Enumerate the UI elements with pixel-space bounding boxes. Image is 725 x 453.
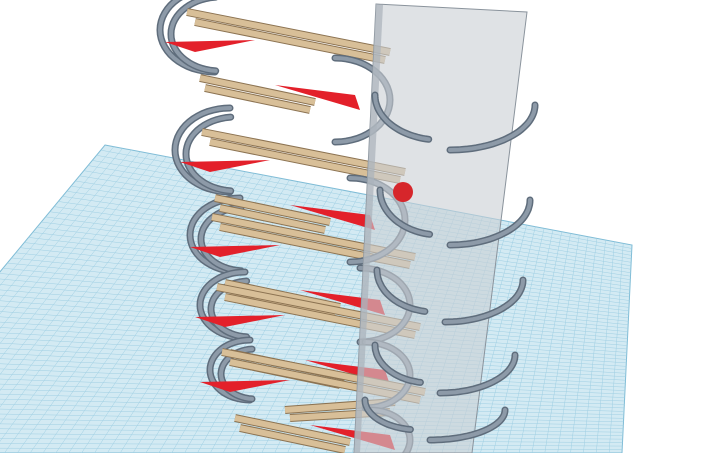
panel-arc-left xyxy=(373,343,423,385)
ramp xyxy=(190,245,280,257)
grid-line xyxy=(505,229,554,453)
panel-arc-right xyxy=(448,198,532,247)
track-arc-left xyxy=(187,196,242,274)
grid-line xyxy=(518,231,562,453)
grid-line xyxy=(531,233,571,453)
track-arc-left-inner xyxy=(183,115,233,193)
panel-edge xyxy=(354,4,383,453)
panel-arc-right xyxy=(448,103,537,152)
plank xyxy=(199,75,316,105)
track-arc-left xyxy=(172,106,232,194)
panel-arc-left xyxy=(373,93,431,142)
ramp xyxy=(195,315,285,327)
grid-line xyxy=(0,447,623,450)
grid-line xyxy=(544,234,580,453)
track-arc-left-inner xyxy=(168,0,218,73)
ramp xyxy=(275,85,360,110)
track-arc-left xyxy=(207,338,252,402)
plank xyxy=(194,19,386,63)
grid-line xyxy=(570,238,598,453)
grid-line xyxy=(0,438,623,443)
plank xyxy=(234,415,351,445)
panel-arc-right xyxy=(443,278,525,324)
plank xyxy=(219,205,326,233)
transparent-panel[interactable] xyxy=(353,3,528,453)
track-arc-left-inner xyxy=(198,205,244,273)
plank xyxy=(224,280,341,310)
panel-spiral-track[interactable] xyxy=(361,91,539,444)
panel-arc-left xyxy=(378,188,432,237)
panel-arc-left xyxy=(363,398,413,432)
ramp xyxy=(290,205,375,230)
plank xyxy=(186,9,391,55)
track-arc-left xyxy=(157,0,217,74)
plank xyxy=(214,195,331,225)
grid-line xyxy=(608,243,624,453)
grid-line xyxy=(596,241,615,453)
ramp xyxy=(180,160,270,172)
grid-line xyxy=(0,443,623,447)
grid-line xyxy=(0,433,623,440)
panel-arc-right xyxy=(428,408,507,442)
track-arc-left xyxy=(197,270,247,340)
grid-line xyxy=(557,236,589,453)
red-ball[interactable] xyxy=(393,182,413,202)
panel-arc-right xyxy=(438,353,517,395)
grid-line xyxy=(583,239,606,453)
ramp xyxy=(165,40,255,52)
plank xyxy=(239,425,346,453)
ramp xyxy=(200,380,290,392)
plank xyxy=(204,85,311,113)
panel-arc-left xyxy=(375,268,427,314)
